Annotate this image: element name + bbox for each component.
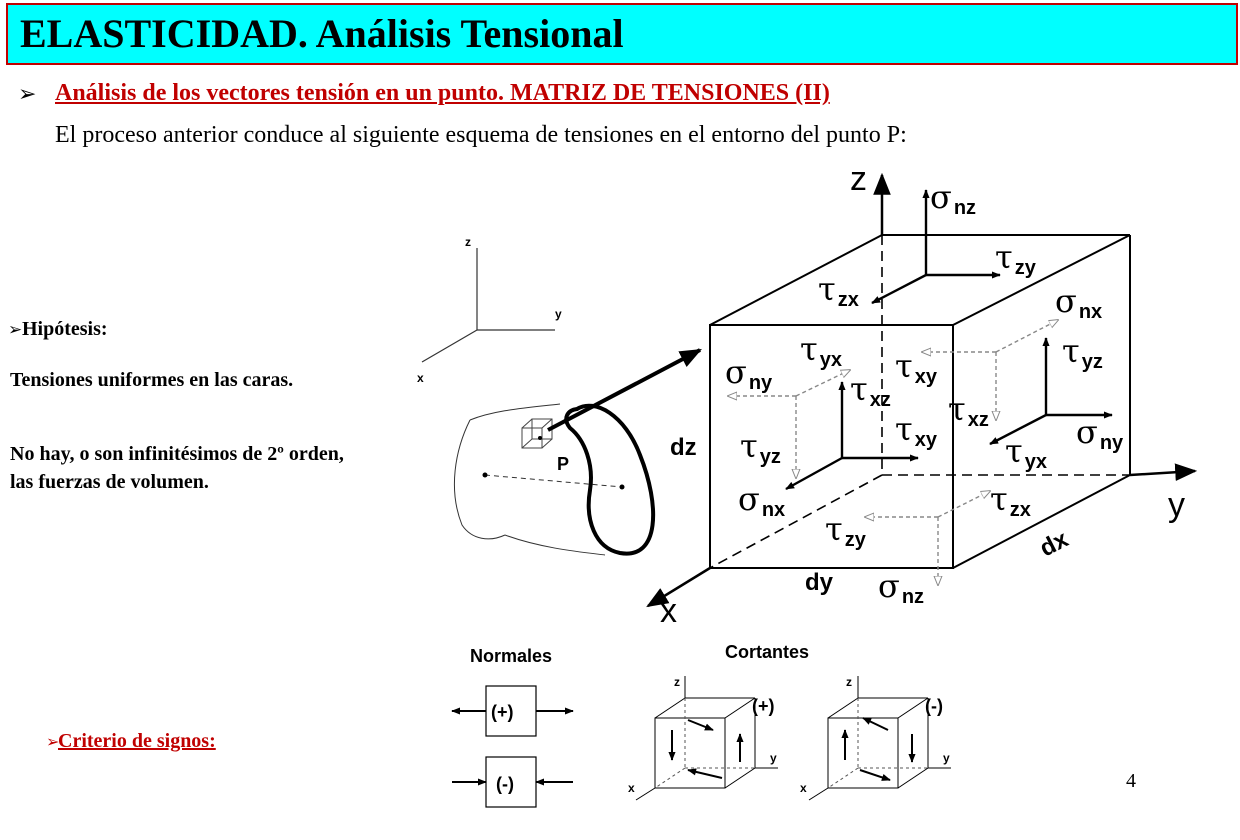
solid-body [453, 403, 623, 556]
body-point-right [619, 484, 625, 490]
axis-y-label: y [1168, 486, 1185, 524]
body-point-left [482, 472, 488, 478]
hidden-stress-arrows [728, 320, 1058, 585]
cortantes-title: Cortantes [725, 642, 809, 662]
title-bar: ELASTICIDAD. Análisis Tensional [6, 3, 1238, 65]
normal-positive-box [485, 685, 537, 737]
cube-hidden-edges [709, 235, 1130, 569]
point-p-dot [538, 436, 542, 440]
section-heading: Análisis de los vectores tensión en un p… [55, 80, 830, 106]
point-p-label: P [557, 454, 569, 474]
hipotesis-line-1: Tensiones uniformes en las caras. [10, 369, 294, 391]
slide-title: ELASTICIDAD. Análisis Tensional [20, 11, 624, 56]
shear-positive-x-label: x [628, 781, 635, 795]
small-axis-y-label: y [555, 307, 562, 321]
axis-y [1129, 463, 1198, 481]
small-axis-x-label: x [417, 371, 424, 385]
page-number: 4 [1126, 770, 1136, 792]
hipotesis-line-2: No hay, o son infinitésimos de 2º orden,… [10, 443, 344, 493]
criterio-bullet-icon: ➢ [46, 732, 60, 751]
shear-negative-cube [808, 676, 951, 801]
shear-negative-z-label: z [846, 675, 852, 689]
shear-negative-arrows [841, 717, 916, 781]
small-axis-z-label: z [465, 235, 471, 249]
hipotesis-bullet-icon: ➢ [8, 320, 23, 340]
axis-x-label: x [660, 592, 677, 630]
mini-cube [521, 418, 553, 449]
dim-dy-label: dy [805, 569, 834, 596]
criterio-title: Criterio de signos: [58, 730, 216, 752]
axis-x [646, 566, 711, 608]
heading-bullet-icon: ➢ [18, 82, 37, 107]
shear-negative-label: (-) [925, 696, 943, 716]
shear-positive-label: (+) [752, 696, 775, 716]
normal-negative-box [485, 756, 537, 808]
axis-z-label: z [850, 160, 867, 198]
hipotesis-title: Hipótesis: [22, 318, 108, 340]
visible-stress-arrows [785, 189, 1113, 491]
shear-positive-cube [635, 676, 778, 801]
normales-title: Normales [470, 646, 552, 666]
shear-negative-y-label: y [943, 751, 950, 765]
intro-text: El proceso anterior conduce al siguiente… [55, 122, 907, 148]
dim-dx-label: dx [1035, 525, 1073, 562]
small-axes [421, 248, 555, 363]
normal-negative-label: (-) [496, 774, 514, 794]
shear-positive-y-label: y [770, 751, 777, 765]
dim-dz-label: dz [670, 434, 697, 461]
section-curve [564, 403, 656, 556]
normal-positive-label: (+) [491, 702, 514, 722]
shear-positive-z-label: z [674, 675, 680, 689]
zoom-arrow [547, 348, 702, 432]
shear-positive-arrows [668, 719, 744, 779]
shear-negative-x-label: x [800, 781, 807, 795]
cube [709, 234, 1131, 569]
